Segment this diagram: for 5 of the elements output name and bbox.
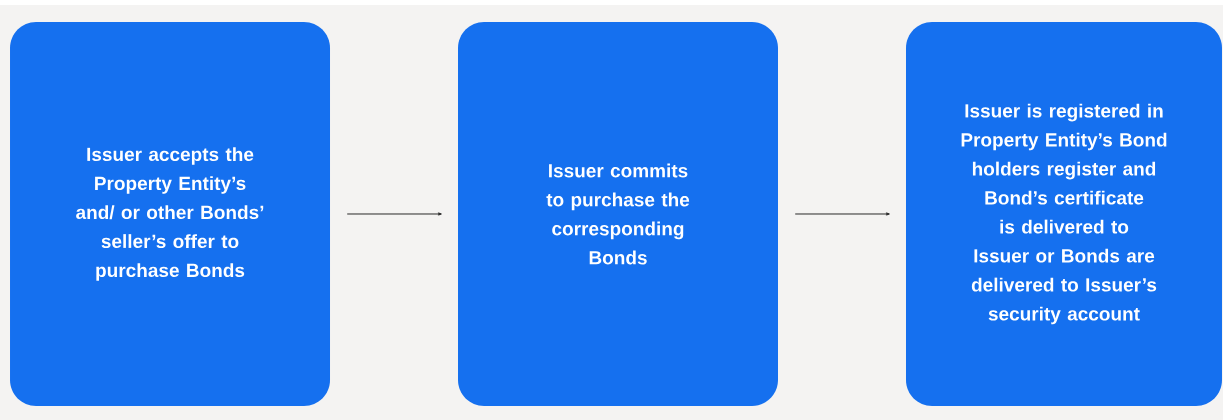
arrow: [346, 212, 442, 216]
process-box: Issuer commits to purchase the corresponding Bonds: [458, 22, 778, 406]
arrow: [794, 212, 890, 216]
process-box: Issuer accepts the Property Entity’s and/ or other Bonds’ seller’s offer to purchase Bonds: [10, 22, 330, 406]
process-box: Issuer is registered in Property Entity’s Bond holders register and Bond’s certificate is delivered to Issuer or Bonds are delivered to Issuer’s security account: [906, 22, 1222, 406]
